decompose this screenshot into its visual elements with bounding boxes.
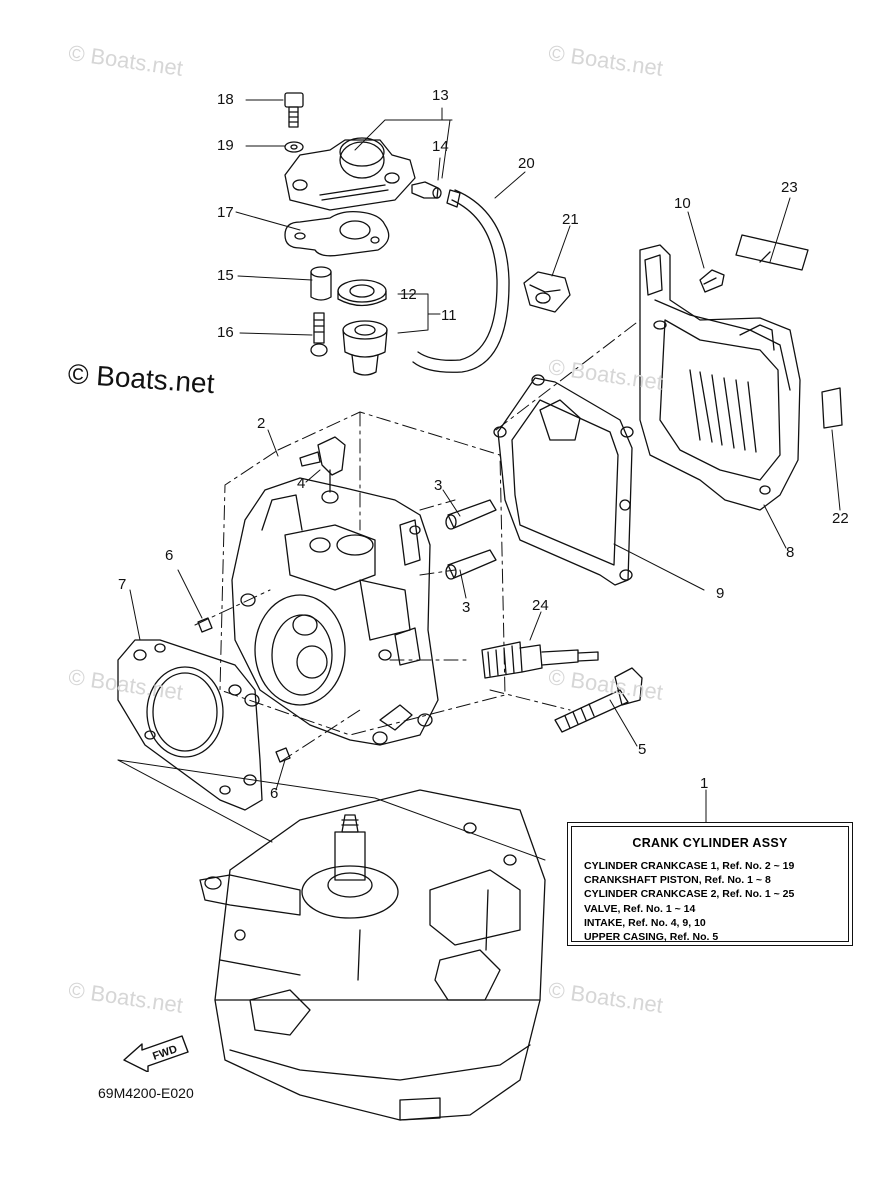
spark-plug (481, 641, 599, 679)
bolt (284, 92, 304, 128)
callout-17: 17 (217, 204, 234, 221)
callout-23: 23 (781, 179, 798, 196)
callout-20: 20 (518, 155, 535, 172)
assembly-title: CRANK CYLINDER ASSY (632, 836, 788, 850)
callout-2: 2 (257, 415, 266, 432)
callout-24: 24 (532, 597, 549, 614)
callout-15: 15 (217, 267, 234, 284)
head-gasket (117, 639, 263, 811)
callout-22: 22 (832, 510, 849, 527)
callout-13: 13 (432, 87, 449, 104)
callout-8: 8 (786, 544, 795, 561)
diagram-code: 69M4200-E020 (98, 1085, 194, 1101)
thermostat-cover (284, 137, 416, 211)
long-bolt (554, 667, 643, 733)
assembly-legend-box: CRANK CYLINDER ASSY CYLINDER CRANKCASE 1… (567, 822, 853, 946)
crankcase (117, 759, 546, 1121)
assembly-legend-inner: CRANK CYLINDER ASSY CYLINDER CRANKCASE 1… (571, 826, 849, 944)
assembly-ref-line: CRANKSHAFT PISTON, Ref. No. 1 ~ 8 (584, 874, 771, 887)
callout-6b: 6 (270, 785, 279, 802)
callout-1: 1 (700, 775, 709, 792)
callout-4: 4 (297, 475, 306, 492)
callout-12: 12 (400, 286, 417, 303)
leader-lines (129, 99, 841, 823)
assembly-ref-line: INTAKE, Ref. No. 4, 9, 10 (584, 916, 706, 929)
callout-9: 9 (716, 585, 725, 602)
assembly-ref-list: CYLINDER CRANKCASE 1, Ref. No. 2 ~ 19 CR… (584, 859, 794, 944)
dash-lines (194, 319, 641, 763)
callout-19: 19 (217, 137, 234, 154)
callout-16: 16 (217, 324, 234, 341)
callout-18: 18 (217, 91, 234, 108)
assembly-ref-line: CYLINDER CRANKCASE 1, Ref. No. 2 ~ 19 (584, 860, 795, 872)
callout-11: 11 (441, 307, 457, 324)
assembly-ref-line: VALVE, Ref. No. 1 ~ 14 (584, 902, 696, 915)
callout-21: 21 (562, 211, 579, 228)
callout-5: 5 (638, 741, 647, 758)
assembly-ref-line: CYLINDER CRANKCASE 2, Ref. No. 1 ~ 25 (584, 888, 795, 901)
small-screw (411, 181, 442, 199)
callout-3a: 3 (434, 477, 443, 494)
thermostat (342, 320, 388, 376)
callout-3b: 3 (462, 599, 471, 616)
assembly-ref-line: UPPER CASING, Ref. No. 5 (584, 931, 719, 944)
callout-14: 14 (432, 138, 449, 155)
callout-7: 7 (118, 576, 127, 593)
callout-6a: 6 (165, 547, 174, 564)
callout-10: 10 (674, 195, 691, 212)
intake-housing (639, 244, 801, 511)
forward-arrow-icon: FWD (123, 1035, 189, 1072)
intake-gasket (493, 374, 634, 586)
